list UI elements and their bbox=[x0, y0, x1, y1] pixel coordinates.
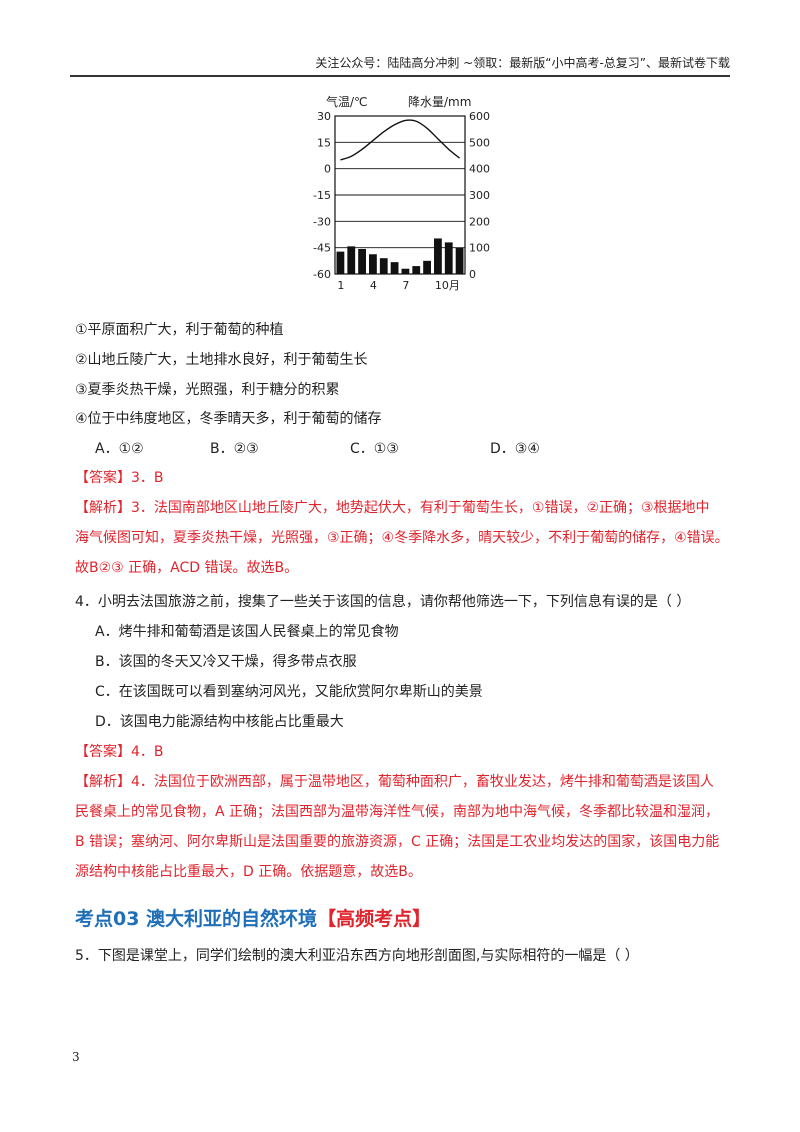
q4-choice-c: C．在该国既可以看到塞纳河风光，又能欣赏阿尔卑斯山的美景 bbox=[95, 684, 483, 700]
chart-right-tick-label: 300 bbox=[469, 189, 490, 202]
q3-analysis-line-3: 故B②③ 正确，ACD 错误。故选B。 bbox=[75, 560, 299, 576]
chart-precip-bar bbox=[347, 246, 356, 274]
chart-left-tick-label: 0 bbox=[324, 163, 331, 176]
page-header: 关注公众号：陆陆高分冲刺 ~领取：最新版“小中高考-总复习”、最新试卷下载 bbox=[70, 55, 730, 77]
chart-precip-bar bbox=[412, 266, 421, 274]
q4-analysis-line-2: 民餐桌上的常见食物，A 正确；法国西部为温带海洋性气候，南部为地中海气候，冬季都… bbox=[75, 804, 720, 820]
q5-stem: 5．下图是课堂上，同学们绘制的澳大利亚沿东西方向地形剖面图,与实际相符的一幅是（… bbox=[75, 948, 639, 964]
chart-x-tick-label: 1 bbox=[337, 279, 344, 292]
chart-right-tick-label: 200 bbox=[469, 215, 490, 228]
q3-answer: 【答案】3．B bbox=[75, 470, 164, 486]
chart-right-tick-label: 0 bbox=[469, 268, 476, 281]
chart-precip-bar bbox=[379, 258, 388, 274]
section-title: 考点03 澳大利亚的自然环境 bbox=[75, 908, 318, 930]
chart-right-tick-label: 400 bbox=[469, 163, 490, 176]
q4-choice-a: A．烤牛排和葡萄酒是该国人民餐桌上的常见食物 bbox=[95, 624, 399, 640]
chart-left-tick-label: 30 bbox=[317, 110, 331, 123]
q4-analysis-line-3: B 错误；塞纳河、阿尔卑斯山是法国重要的旅游资源，C 正确；法国是工农业均发达的… bbox=[75, 834, 720, 850]
q3-analysis-line-1: 【解析】3．法国南部地区山地丘陵广大，地势起伏大，有利于葡萄生长，①错误，②正确… bbox=[75, 500, 710, 516]
q4-analysis-line-1: 【解析】4．法国位于欧洲西部，属于温带地区，葡萄种面积广，畜牧业发达，烤牛排和葡… bbox=[75, 774, 714, 790]
chart-right-tick-label: 100 bbox=[469, 242, 490, 255]
chart-x-tick-label: 10月 bbox=[435, 279, 460, 292]
chart-precip-bar bbox=[390, 262, 399, 274]
section-tag: 【高频考点】 bbox=[317, 908, 432, 930]
q3-option-1: ①平原面积广大，利于葡萄的种植 bbox=[75, 322, 284, 338]
chart-right-axis-label: 降水量/mm bbox=[408, 95, 471, 109]
chart-right-tick-label: 600 bbox=[469, 110, 490, 123]
chart-plot-frame bbox=[334, 115, 466, 275]
chart-x-tick-label: 4 bbox=[370, 279, 377, 292]
q3-option-4: ④位于中纬度地区，冬季晴天多，利于葡萄的储存 bbox=[75, 411, 382, 427]
q3-choice-b: B．②③ bbox=[210, 441, 259, 457]
chart-temperature-line bbox=[340, 119, 461, 161]
q3-option-2: ②山地丘陵广大，土地排水良好，利于葡萄生长 bbox=[75, 352, 368, 368]
page-number: 3 bbox=[72, 1050, 80, 1064]
chart-left-axis-label: 气温/℃ bbox=[326, 94, 368, 109]
q3-choice-a: A．①② bbox=[95, 441, 144, 457]
q3-choices: A．①② B．②③ C．①③ D．③④ bbox=[95, 438, 575, 458]
q3-choice-d: D．③④ bbox=[490, 441, 540, 457]
chart-left-tick-label: 15 bbox=[317, 136, 331, 149]
chart-precip-bar bbox=[336, 251, 345, 274]
chart-precip-bar bbox=[455, 247, 464, 274]
q4-analysis-line-4: 源结构中核能占比重最大，D 正确。依据题意，故选B。 bbox=[75, 864, 422, 880]
chart-precip-bar bbox=[358, 248, 366, 274]
chart-right-tick-label: 500 bbox=[469, 136, 490, 149]
chart-left-tick-label: -60 bbox=[313, 268, 331, 281]
chart-left-tick-label: -30 bbox=[313, 215, 331, 228]
q4-choice-d: D．该国电力能源结构中核能占比重最大 bbox=[95, 714, 344, 730]
chart-precip-bar bbox=[401, 268, 410, 274]
header-text: 关注公众号：陆陆高分冲刺 ~领取：最新版“小中高考-总复习”、最新试卷下载 bbox=[315, 56, 730, 70]
chart-left-tick-label: -15 bbox=[313, 189, 331, 202]
chart-x-tick-label: 7 bbox=[402, 279, 409, 292]
chart-precip-bar bbox=[423, 260, 431, 274]
q4-stem: 4．小明去法国旅游之前，搜集了一些关于该国的信息，请你帮他筛选一下，下列信息有误… bbox=[75, 594, 691, 610]
q4-choice-b: B．该国的冬天又冷又干燥，得多带点衣服 bbox=[95, 654, 357, 670]
section-heading: 考点03 澳大利亚的自然环境【高频考点】 bbox=[75, 904, 431, 931]
chart-precip-bar bbox=[369, 254, 377, 274]
q4-answer: 【答案】4．B bbox=[75, 744, 164, 760]
climate-chart: 气温/℃ 降水量/mm 30 600 15 500 0 400 -15 300 -30 200 -4… bbox=[313, 94, 490, 292]
q3-analysis-line-2: 海气候图可知，夏季炎热干燥，光照强，③正确；④冬季降水多，晴天较少，不利于葡萄的… bbox=[75, 530, 729, 546]
chart-left-tick-label: -45 bbox=[313, 242, 331, 255]
q3-choice-c: C．①③ bbox=[350, 441, 399, 457]
q3-option-3: ③夏季炎热干燥，光照强，利于糖分的积累 bbox=[75, 382, 340, 398]
chart-precip-bar bbox=[434, 238, 442, 274]
chart-precip-bar bbox=[444, 242, 453, 274]
